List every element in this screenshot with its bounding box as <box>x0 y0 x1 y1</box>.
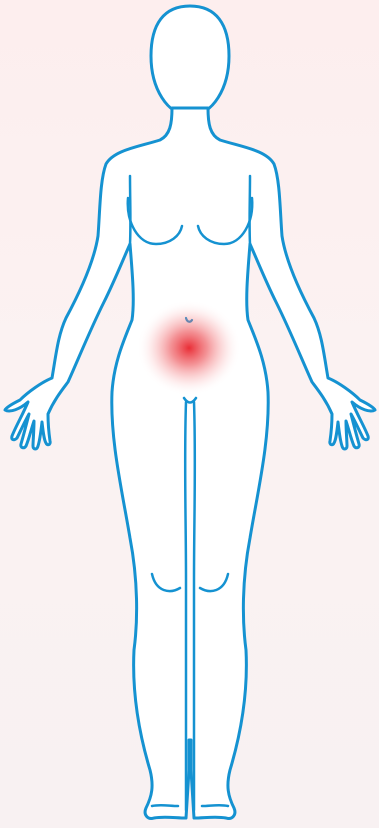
body-silhouette <box>5 108 375 818</box>
right-foot-line <box>202 805 228 806</box>
head <box>151 6 229 116</box>
inner-leg-line-left <box>185 402 186 810</box>
left-foot-line <box>152 805 178 806</box>
inner-leg-line-right <box>194 402 195 810</box>
pain-highlight <box>137 300 241 396</box>
